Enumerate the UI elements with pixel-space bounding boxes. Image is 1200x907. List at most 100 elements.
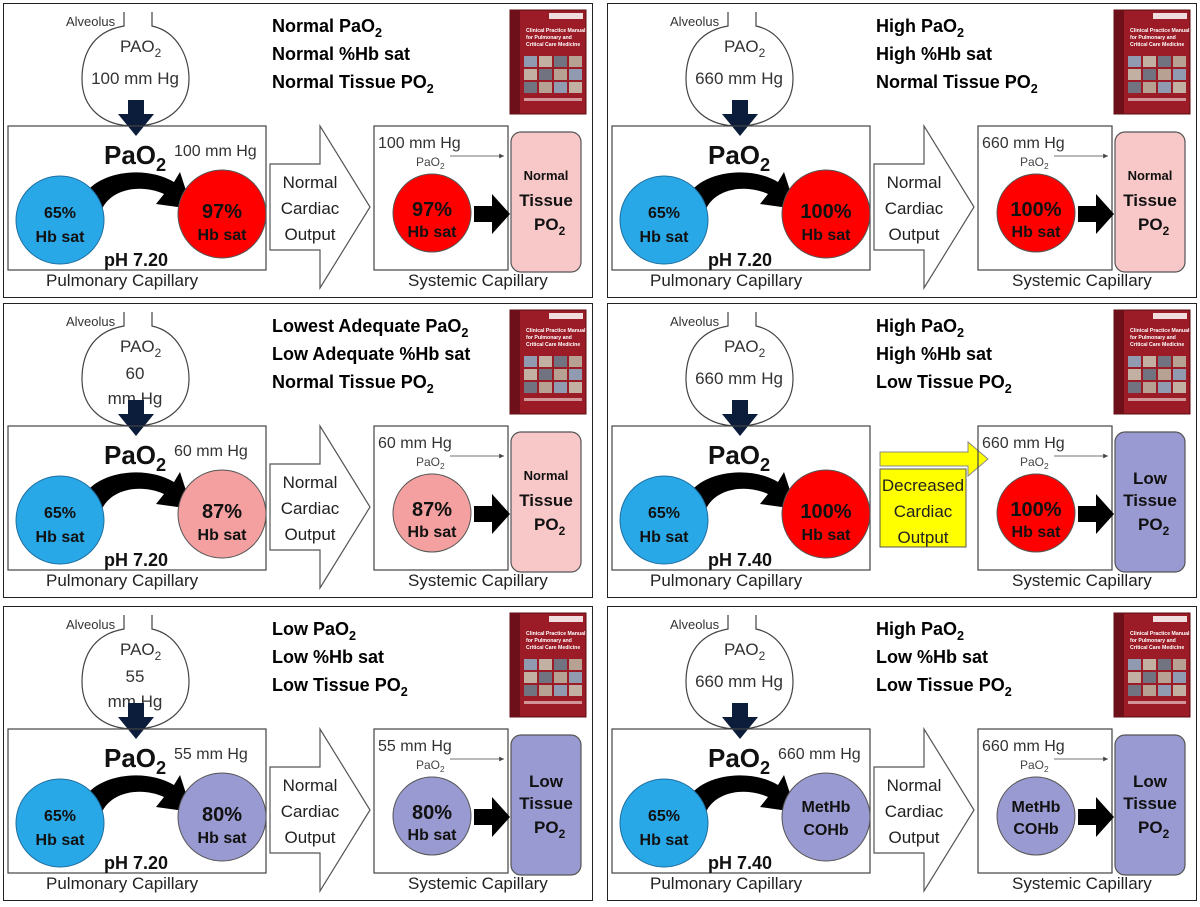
systemic-saturation-circle	[392, 173, 472, 253]
systemic-capillary-box	[373, 728, 509, 874]
subscript-2: 2	[957, 26, 964, 40]
tissue-po2-label-text: PO	[534, 215, 559, 234]
book-title-line: Clinical Practice Manual	[1130, 631, 1190, 637]
tissue-po2-label-text: PO	[1138, 515, 1163, 534]
curved-arrow-icon	[82, 172, 192, 209]
alveolar-pao2-label: PAO2	[120, 37, 162, 60]
headline-line-1-text: Lowest Adequate PaO	[272, 316, 461, 336]
output-arrow-icon	[873, 123, 975, 291]
tissue-po2-label-text: PO	[534, 818, 559, 837]
tissue-po2-label: PO2	[534, 818, 566, 841]
subscript-2: 2	[759, 346, 766, 360]
cardiac-output-line-3: Output	[888, 828, 939, 847]
headline-line-3: Normal Tissue PO2	[876, 72, 1038, 96]
end-saturation-circle	[177, 169, 267, 259]
systemic-pao2-label: PaO2	[416, 155, 445, 171]
headline-line-1-text: High PaO	[876, 619, 957, 639]
headline-line-3-text: Normal Tissue PO	[876, 72, 1031, 92]
down-arrow-icon	[722, 400, 758, 436]
tissue-status-label: Low	[529, 772, 564, 791]
book-title-line: Critical Care Medicine	[1130, 645, 1184, 651]
ph-value: pH 7.20	[104, 853, 168, 873]
start-saturation-circle	[15, 778, 105, 868]
alveolar-pao2-label: PAO2	[120, 337, 162, 360]
book-title-line: Critical Care Medicine	[1130, 342, 1184, 348]
subscript-2: 2	[156, 155, 166, 175]
subscript-2: 2	[1163, 224, 1170, 238]
tissue-box	[1114, 131, 1186, 273]
subscript-2: 2	[1044, 161, 1049, 171]
ph-value: pH 7.20	[104, 550, 168, 570]
systemic-pao2-value: 660 mm Hg	[982, 135, 1065, 152]
tissue-po2-label: PO2	[1138, 515, 1170, 538]
end-saturation-value: 87%	[202, 501, 242, 523]
systemic-saturation-value: 80%	[412, 802, 452, 824]
pulmonary-capillary-label: Pulmonary Capillary	[650, 571, 803, 590]
cardiac-output-line-1: Normal	[283, 776, 338, 795]
headline-line-1-text: High PaO	[876, 316, 957, 336]
pulmonary-pao2-title-text: PaO	[708, 743, 760, 773]
down-arrow-icon	[118, 100, 154, 136]
headline-line-1-text: High PaO	[876, 16, 957, 36]
down-arrow-icon	[118, 703, 154, 739]
systemic-saturation-label: Hb sat	[408, 524, 458, 541]
pulmonary-pao2-title: PaO2	[104, 140, 166, 175]
alveolus-label: Alveolus	[670, 314, 720, 329]
alveolar-pao2-label: PAO2	[120, 640, 162, 663]
output-arrow-icon	[269, 726, 371, 894]
cardiac-output-line-1: Normal	[887, 173, 942, 192]
systemic-pao2-value: 660 mm Hg	[982, 738, 1065, 755]
systemic-pao2-label-text: PaO	[1020, 155, 1044, 169]
subscript-2: 2	[559, 827, 566, 841]
book-title-line: for Pulmonary and	[1130, 638, 1176, 644]
book-title-line: Clinical Practice Manual	[526, 328, 586, 334]
systemic-saturation-value: 100%	[1010, 199, 1061, 221]
systemic-pao2-value: 60 mm Hg	[378, 435, 452, 452]
tissue-label: Tissue	[1123, 794, 1177, 813]
curved-arrow-icon	[686, 172, 796, 209]
start-saturation-label: Hb sat	[36, 529, 86, 546]
systemic-saturation-circle	[996, 776, 1076, 856]
headline-line-3-text: Normal Tissue PO	[272, 372, 427, 392]
subscript-2: 2	[349, 629, 356, 643]
pulmonary-pao2-value: 100 mm Hg	[174, 143, 257, 160]
alveolus-label: Alveolus	[670, 617, 720, 632]
tissue-box	[1114, 734, 1186, 876]
headline-line-1: Low PaO2	[272, 619, 356, 643]
headline-line-3: Normal Tissue PO2	[272, 372, 434, 396]
pulmonary-capillary-label: Pulmonary Capillary	[46, 874, 199, 893]
book-title-line: Critical Care Medicine	[526, 42, 580, 48]
systemic-capillary-label: Systemic Capillary	[1012, 571, 1152, 590]
pulmonary-pao2-title-text: PaO	[708, 440, 760, 470]
pulmonary-pao2-title-text: PaO	[104, 743, 156, 773]
tissue-status-label: Normal	[524, 468, 569, 483]
alveolus-label: Alveolus	[66, 617, 116, 632]
tissue-label: Tissue	[519, 191, 573, 210]
systemic-saturation-value: 100%	[1010, 499, 1061, 521]
systemic-pao2-value: 660 mm Hg	[982, 435, 1065, 452]
end-saturation-label: Hb sat	[198, 227, 248, 244]
systemic-capillary-label: Systemic Capillary	[1012, 271, 1152, 290]
systemic-pao2-label: PaO2	[416, 455, 445, 471]
tissue-arrow-icon	[1078, 797, 1114, 837]
start-saturation-circle	[619, 175, 709, 265]
book-title-line: Critical Care Medicine	[526, 645, 580, 651]
tissue-box	[510, 431, 582, 573]
cardiac-output-line-3: Output	[897, 528, 948, 547]
alveolar-pao2-label-text: PAO	[120, 640, 155, 659]
alveolar-value: 60	[126, 364, 145, 383]
start-saturation-value: 65%	[648, 505, 680, 522]
headline-line-1-text: Low PaO	[272, 619, 349, 639]
subscript-2: 2	[155, 346, 162, 360]
tissue-arrow-icon	[474, 194, 510, 234]
systemic-capillary-label: Systemic Capillary	[1012, 874, 1152, 893]
subscript-2: 2	[155, 46, 162, 60]
tissue-arrow-icon	[1078, 194, 1114, 234]
down-arrow-icon	[118, 400, 154, 436]
